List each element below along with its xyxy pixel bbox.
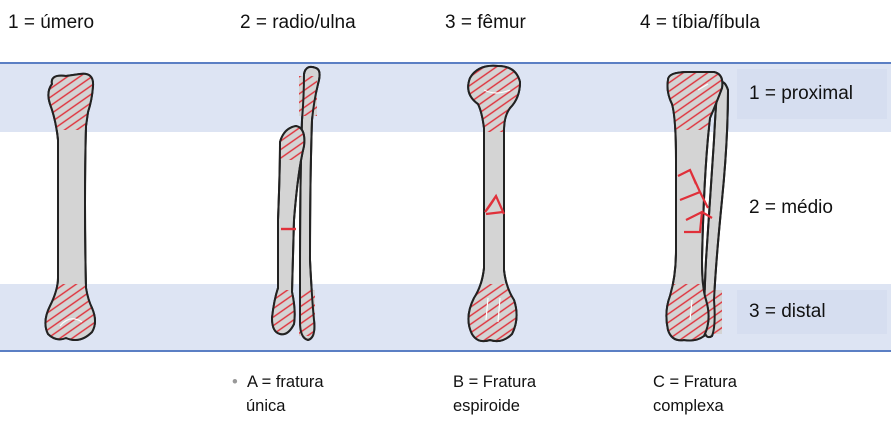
caption-b-line2: espiroide — [453, 394, 536, 418]
caption-a-line2: única — [232, 394, 324, 418]
caption-c: C = Fratura complexa — [653, 370, 737, 418]
humerus-bone — [40, 62, 100, 350]
caption-b-line1: B = Fratura — [453, 370, 536, 394]
tibia-fibula-bones — [660, 66, 730, 346]
caption-a-line1: • A = fratura — [232, 370, 324, 394]
caption-c-line2: complexa — [653, 394, 737, 418]
radius-ulna-bones — [268, 67, 320, 340]
caption-a: • A = fratura única — [232, 370, 324, 418]
caption-c-line1: C = Fratura — [653, 370, 737, 394]
caption-b: B = Fratura espiroide — [453, 370, 536, 418]
femur-bone — [460, 60, 526, 348]
